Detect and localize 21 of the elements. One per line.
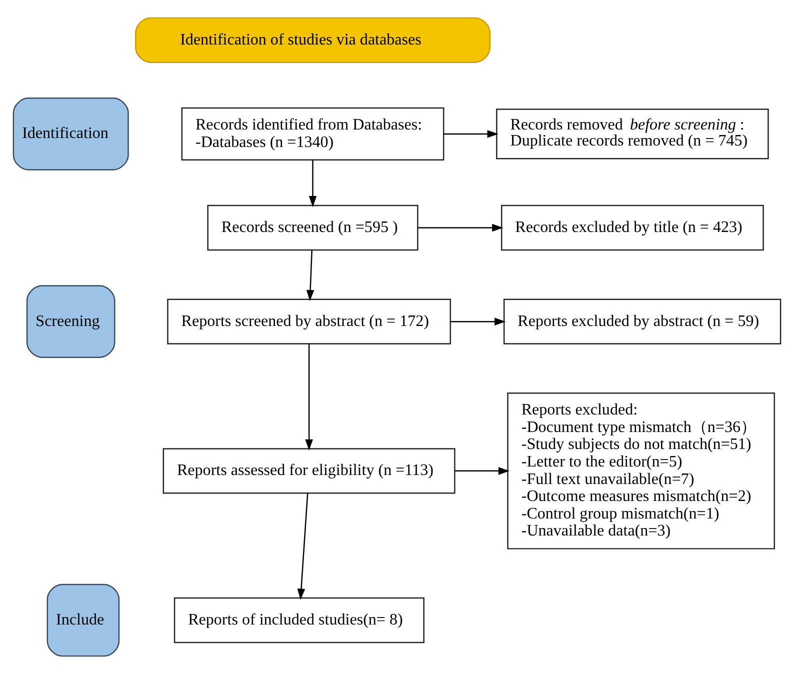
- node-box: Identification of studies via databases: [135, 16, 490, 62]
- arrow: [444, 130, 498, 138]
- arrow: [297, 492, 308, 600]
- arrow: [450, 317, 506, 325]
- node-box: Reports excluded by abstract (n = 59): [503, 298, 782, 344]
- arrow: [308, 160, 317, 207]
- node-box: Identification: [12, 97, 129, 170]
- node-box: Records screened (n =595 ): [207, 204, 418, 250]
- node-box: Records excluded by title (n = 423): [500, 204, 764, 250]
- node-box: Reports screened by abstract (n = 172): [167, 298, 451, 344]
- arrow: [305, 343, 313, 450]
- node-box: Include: [46, 583, 120, 656]
- arrow: [418, 223, 504, 232]
- node-box: Screening: [26, 284, 116, 358]
- node-box: Reports excluded: -Document type mismatch（n=36） -Study subjects do not match(n=51) -Letter to the editor(n=5) -Full text unavailable(n=7) -Outcome measures mismatch(n=2) -Control group mismatch(n=1) -Unavailable data(n=3): [507, 392, 775, 549]
- node-box: Records identified from Databases: -Databases (n =1340): [181, 106, 444, 160]
- node-box: Reports assessed for eligibility (n =113): [162, 448, 456, 494]
- arrow: [306, 250, 314, 301]
- arrow: [454, 466, 510, 474]
- node-box: Records removed before screening: Duplicate records removed (n = 745): [496, 108, 769, 159]
- node-box: Reports of included studies(n= 8): [174, 596, 424, 643]
